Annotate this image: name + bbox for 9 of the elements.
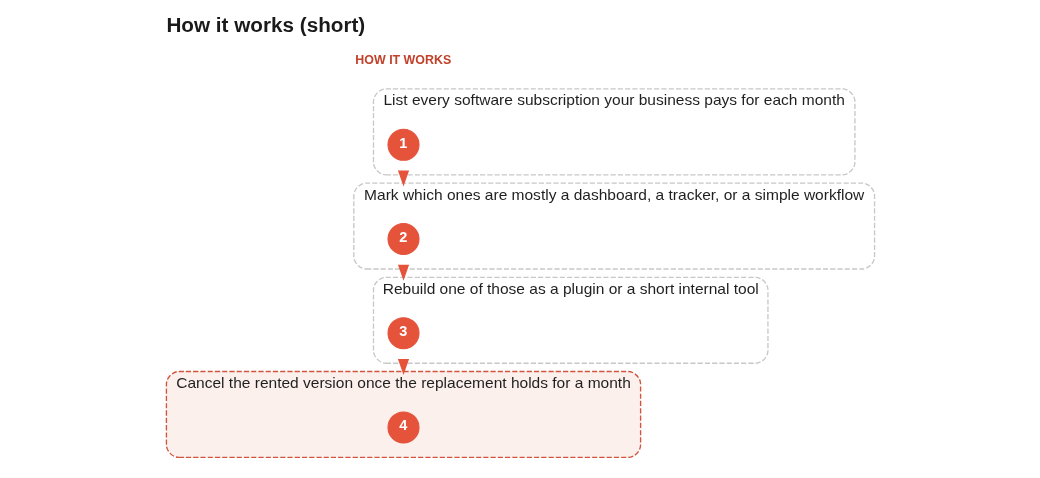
node-circle: 2 bbox=[386, 222, 420, 256]
arrow bbox=[397, 264, 409, 281]
node-circle: 3 bbox=[386, 317, 420, 350]
diagram-title: How it works (short) bbox=[165, 12, 365, 36]
arrow bbox=[397, 359, 409, 375]
label: HOW IT WORKS bbox=[354, 53, 451, 68]
node-circle: 1 bbox=[386, 128, 420, 161]
arrow bbox=[397, 170, 409, 187]
node-circle: 4 bbox=[386, 411, 420, 444]
